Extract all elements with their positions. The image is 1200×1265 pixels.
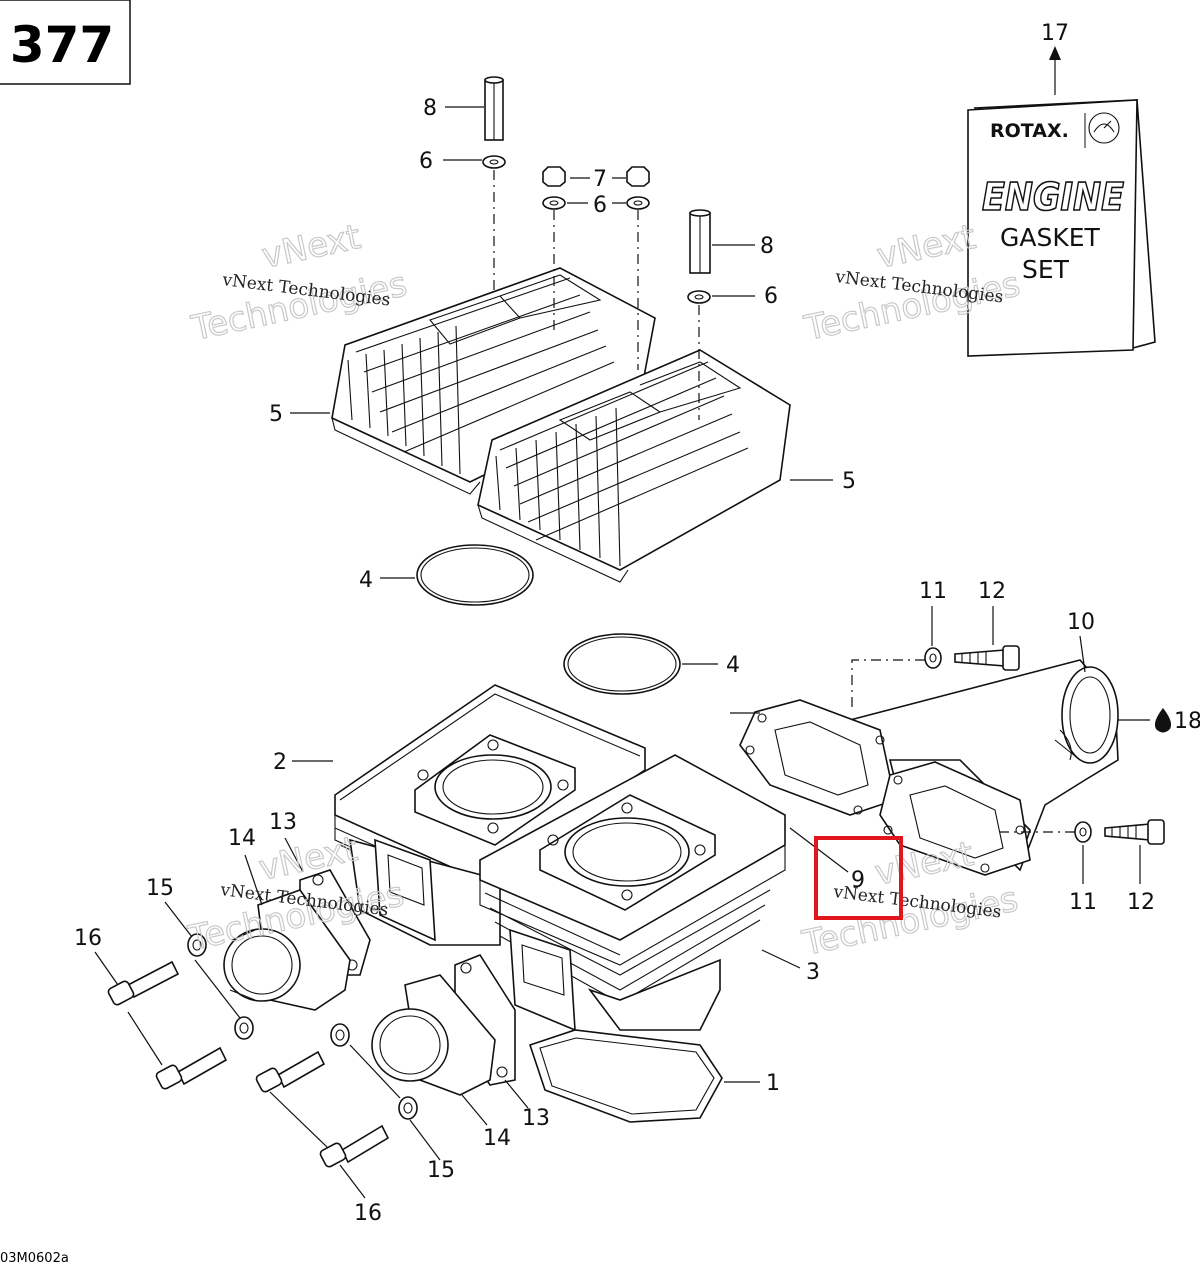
exhaust-gasket-9-b (879, 761, 1031, 876)
washer-6-a (482, 155, 506, 169)
gasket-kit-set: SET (1022, 255, 1070, 284)
watermark-big-top: vNext (874, 217, 979, 277)
callout-13-top: 13 (269, 810, 297, 835)
callout-5-right: 5 (842, 469, 856, 494)
callout-labels: 8 6 7 6 8 6 5 5 4 4 2 3 1 11 12 10 18 11… (74, 21, 1200, 1226)
intake-manifold-14-a (223, 889, 351, 1011)
callout-4-right: 4 (726, 653, 740, 678)
washer-6-c (626, 196, 650, 210)
callout-8-top: 8 (423, 96, 437, 121)
screw-16-a (107, 960, 180, 1006)
callout-12-bottom: 12 (1127, 890, 1155, 915)
callout-17: 17 (1041, 21, 1069, 46)
callout-13-bottom: 13 (522, 1106, 550, 1131)
screw-12-a (954, 645, 1020, 671)
callout-15-top: 15 (146, 876, 174, 901)
callout-1: 1 (766, 1071, 780, 1096)
gauge-logo-icon (1088, 112, 1120, 144)
callout-18: 18 (1174, 709, 1200, 734)
callout-11-bottom: 11 (1069, 890, 1097, 915)
nut-7-a (542, 166, 566, 187)
watermark-big-top: vNext (259, 217, 364, 277)
nut-7-b (626, 166, 650, 187)
screw-16-b (155, 1046, 228, 1090)
callout-7: 7 (593, 167, 607, 192)
washer-11-a (924, 647, 942, 669)
callout-3: 3 (806, 960, 820, 985)
page-number-box: 377 (0, 0, 131, 85)
washer-6-b (542, 196, 566, 210)
callout-16-top: 16 (74, 926, 102, 951)
callout-16-bottom: 16 (354, 1201, 382, 1226)
screw-12-b (1104, 819, 1165, 845)
page-number: 377 (10, 16, 114, 74)
callout-14-top: 14 (228, 826, 256, 851)
drawing-code: 03M0602a (0, 1251, 69, 1265)
washer-15-c (330, 1023, 350, 1047)
washer-15-a (187, 933, 207, 957)
spacer-8-top (484, 76, 504, 141)
screw-16-c (255, 1050, 326, 1093)
callout-10: 10 (1067, 610, 1095, 635)
callout-5-left: 5 (269, 402, 283, 427)
washer-15-b (234, 1016, 254, 1040)
callout-14-bottom: 14 (483, 1126, 511, 1151)
washer-15-d (398, 1096, 418, 1120)
screw-16-d (319, 1124, 390, 1168)
highlight-box[interactable] (814, 836, 903, 920)
gasket-kit-gasket: GASKET (1000, 223, 1101, 252)
cylinder-3 (417, 739, 786, 1032)
callout-2: 2 (273, 750, 287, 775)
callout-12-top: 12 (978, 579, 1006, 604)
watermark-big-top: vNext (872, 834, 977, 894)
base-gasket-1 (528, 1029, 723, 1123)
callout-6-top: 6 (419, 149, 433, 174)
callout-6-mid: 6 (593, 193, 607, 218)
callout-4-left: 4 (359, 568, 373, 593)
oil-drop-icon (1154, 708, 1172, 733)
cylinder-head-right (477, 349, 791, 583)
intake-manifold-14-b (371, 974, 496, 1096)
gasket-kit-package: ROTAX. ENGINE GASKET SET (967, 99, 1156, 357)
cylinder-2 (334, 684, 646, 946)
callout-11-top: 11 (919, 579, 947, 604)
watermark-left-top: vNext Technologies vNext Technologies (187, 216, 411, 349)
washer-11-b (1074, 821, 1092, 843)
callout-9: 9 (851, 868, 865, 893)
callout-8-right: 8 (760, 234, 774, 259)
leader-lines (94, 46, 1150, 1199)
gasket-kit-engine: ENGINE (982, 175, 1124, 219)
o-ring-4-b (563, 633, 681, 695)
watermark-right-bottom: vNext Technologies vNext Technologies (798, 833, 1022, 964)
o-ring-4-a (416, 544, 534, 606)
washer-6-d (687, 290, 711, 304)
callout-6-right: 6 (764, 284, 778, 309)
exhaust-gasket-9-a (739, 699, 896, 816)
callout-15-bottom: 15 (427, 1158, 455, 1183)
gasket-kit-brand: ROTAX. (990, 120, 1069, 142)
spacer-8-right (689, 209, 711, 274)
highlight-callout-9[interactable]: 9 (814, 836, 903, 920)
